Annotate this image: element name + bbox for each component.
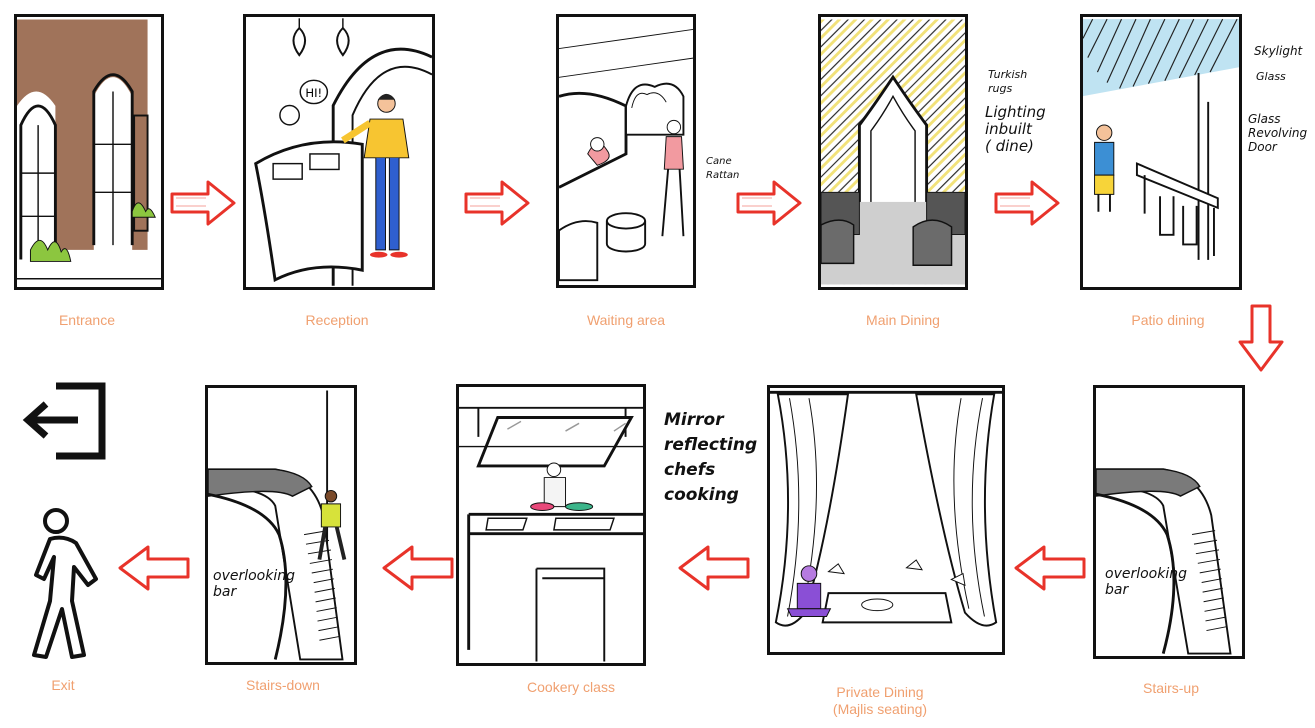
caption-reception: Reception (237, 312, 437, 329)
panel-private-dining (767, 385, 1005, 655)
flow-arrow-icon (170, 180, 236, 226)
note-stairs-down-bar: overlooking bar (213, 568, 295, 600)
caption-stairs-down: Stairs-down (183, 677, 383, 694)
note-mirror-chefs: Mirror reflecting chefs cooking (664, 408, 757, 508)
note-lighting-inbuilt: Lighting inbuilt ( dine) (985, 104, 1046, 155)
exit-door-icon (18, 382, 108, 462)
caption-exit: Exit (0, 677, 163, 694)
waiting-sketch (559, 17, 693, 285)
private-dining-sketch (770, 388, 1002, 652)
note-glass: Glass (1256, 70, 1286, 84)
panel-patio (1080, 14, 1242, 290)
panel-waiting (556, 14, 696, 288)
panel-stairs-up (1093, 385, 1245, 659)
flow-arrow-icon (464, 180, 530, 226)
flow-arrow-icon (1238, 304, 1284, 372)
walking-person-icon (20, 505, 110, 665)
caption-waiting: Waiting area (526, 312, 726, 329)
note-glass-revolving-door: Glass Revolving Door (1248, 112, 1307, 154)
caption-entrance: Entrance (0, 312, 187, 329)
panel-reception: HI! (243, 14, 435, 290)
flow-arrow-icon (382, 545, 454, 591)
note-cane-rattan: Cane Rattan (706, 155, 739, 183)
flow-arrow-icon (1014, 545, 1086, 591)
caption-cookery: Cookery class (471, 679, 671, 696)
caption-main-dining: Main Dining (803, 312, 1003, 329)
panel-main-dining (818, 14, 968, 290)
patio-sketch (1083, 17, 1239, 287)
note-skylight: Skylight (1254, 44, 1302, 58)
caption-private-dining: Private Dining (Majlis seating) (780, 684, 980, 718)
note-stairs-up-bar: overlooking bar (1105, 566, 1187, 598)
entrance-sketch (17, 17, 161, 287)
panel-stairs-down (205, 385, 357, 665)
note-turkish-rugs: Turkish rugs (988, 68, 1027, 96)
caption-stairs-up: Stairs-up (1071, 680, 1271, 697)
flow-arrow-icon (678, 545, 750, 591)
flow-arrow-icon (736, 180, 802, 226)
stairs-down-sketch (208, 388, 354, 662)
stairs-up-sketch (1096, 388, 1242, 656)
panel-entrance (14, 14, 164, 290)
cookery-sketch (459, 387, 643, 663)
main-dining-sketch (821, 17, 965, 287)
flow-arrow-icon (994, 180, 1060, 226)
reception-sketch: HI! (246, 17, 432, 287)
flow-arrow-icon (118, 545, 190, 591)
reception-hi-bubble: HI! (305, 86, 322, 100)
panel-cookery (456, 384, 646, 666)
